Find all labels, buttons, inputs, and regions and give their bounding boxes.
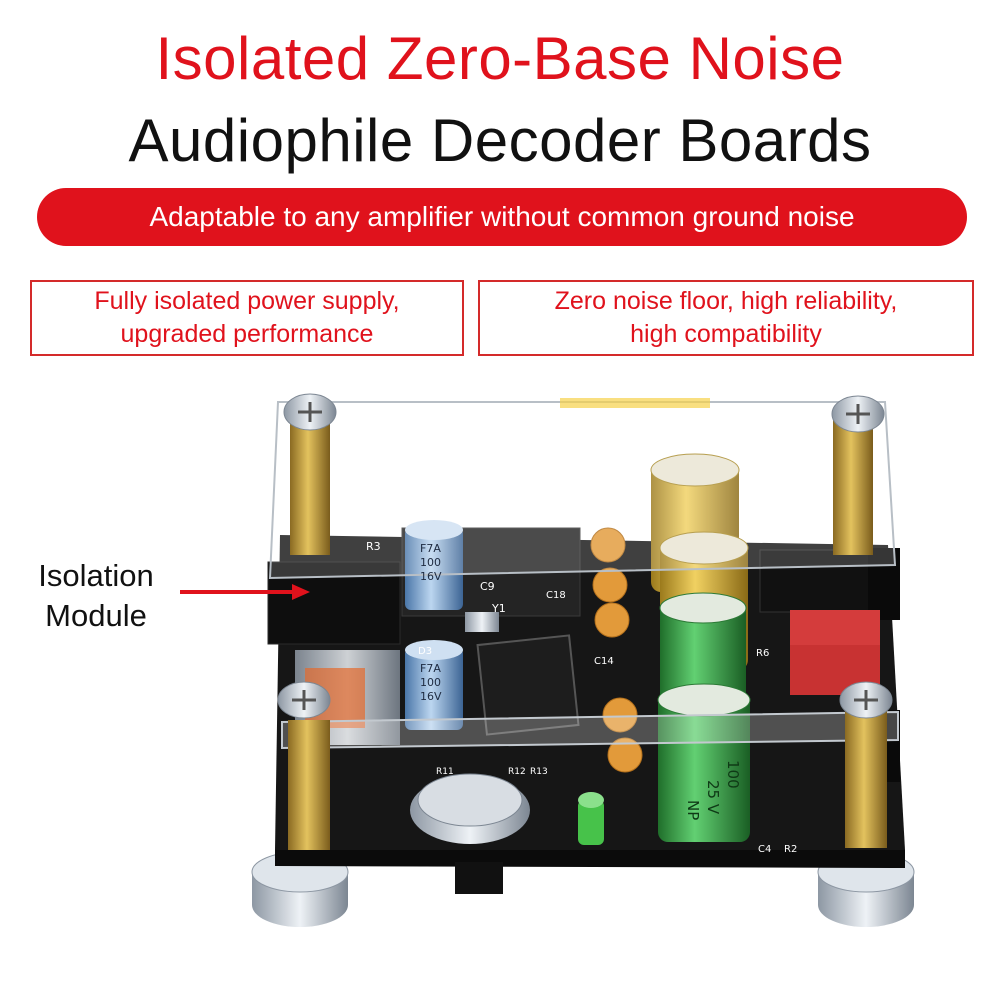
cap-marking: F7A <box>420 542 441 555</box>
audio-connector <box>759 549 871 613</box>
crystal-oscillator <box>465 612 499 632</box>
screw-icon <box>277 681 331 719</box>
silk-label: C18 <box>546 590 566 601</box>
screw-icon <box>831 395 885 433</box>
acrylic-lower-plate <box>281 710 899 750</box>
silk-label: C4 <box>758 844 771 855</box>
tagline-banner: Adaptable to any amplifier without commo… <box>37 188 967 246</box>
feature-text-line-2: upgraded performance <box>120 320 374 348</box>
brass-standoff <box>288 410 330 850</box>
cap-marking: F7A <box>420 662 441 675</box>
page-title-line-1: Isolated Zero-Base Noise <box>155 25 845 92</box>
screw-icon <box>839 681 893 719</box>
feature-text-line-1: Fully isolated power supply, <box>94 287 400 315</box>
callout-line-2: Module <box>45 598 147 633</box>
feature-text-line-1: Zero noise floor, high reliability, <box>554 287 898 315</box>
silk-label: R11 <box>436 767 454 777</box>
blue-capacitor <box>405 640 463 730</box>
brass-standoff <box>833 410 887 848</box>
acrylic-top-plate <box>268 401 897 580</box>
silk-label: Y1 <box>491 602 506 615</box>
cap-marking: 100 <box>724 760 742 789</box>
cap-marking: 16V <box>420 570 442 583</box>
cap-marking: 100 <box>420 556 441 569</box>
silk-label: R2 <box>784 844 797 855</box>
screw-icon <box>283 393 337 431</box>
silk-label: C14 <box>594 656 614 667</box>
silk-label: R6 <box>756 648 769 659</box>
silk-label: R12 <box>508 767 526 777</box>
feature-box-noise: Zero noise floor, high reliability, high… <box>478 280 974 356</box>
silk-label: R3 <box>366 540 381 553</box>
silk-label: D3 <box>418 646 432 657</box>
page-title-line-2: Audiophile Decoder Boards <box>128 107 872 174</box>
red-relay <box>790 610 880 650</box>
green-capacitor <box>659 592 747 705</box>
ceramic-capacitors <box>590 527 643 773</box>
silk-label: C9 <box>480 580 495 593</box>
callout-line-1: Isolation <box>38 558 154 593</box>
pcb-edge <box>275 850 905 868</box>
callout-arrow-icon <box>180 584 310 600</box>
bottom-switch <box>455 862 503 894</box>
led-indicator <box>578 792 604 845</box>
cap-marking: 16V <box>420 690 442 703</box>
blue-capacitor <box>405 520 463 610</box>
product-photo: R3 C9 Y1 C18 C14 R6 C4 R2 D3 R11 R12 R13… <box>251 393 915 927</box>
decoder-chip <box>476 634 580 736</box>
coin-battery <box>410 773 530 844</box>
cap-marking: 25 V <box>704 780 722 815</box>
feature-box-power: Fully isolated power supply, upgraded pe… <box>30 280 464 356</box>
cap-marking: NP <box>684 800 702 820</box>
callout-label: Isolation Module <box>16 556 176 636</box>
feature-text-line-2: high compatibility <box>630 320 822 348</box>
green-capacitor <box>657 683 751 842</box>
acrylic-glow <box>560 398 710 408</box>
cap-marking: 100 <box>420 676 441 689</box>
silk-label: R13 <box>530 767 548 777</box>
